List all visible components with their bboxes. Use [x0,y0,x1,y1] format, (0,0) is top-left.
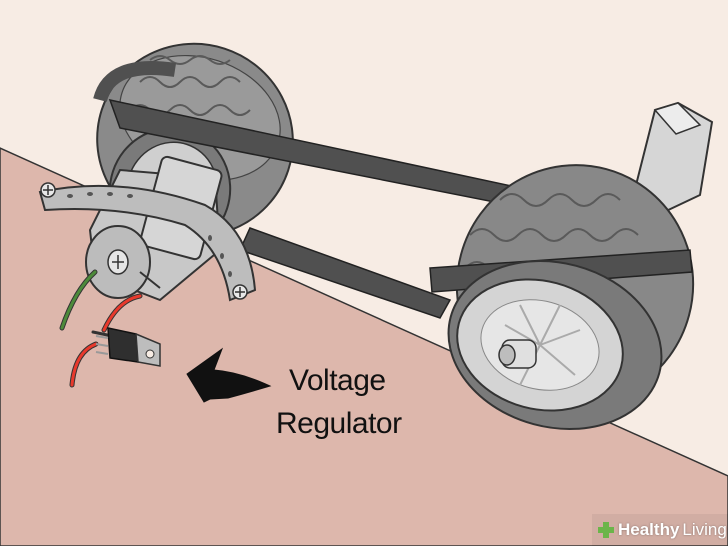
callout-label-line-2: Regulator [276,407,402,440]
brand-name-strong: Healthy [618,520,680,539]
brand-name-light: Living [682,520,727,539]
watermark-bg [592,514,728,546]
cross-icon [598,522,614,538]
voltage-regulator-icon [95,327,161,367]
belt-icon [93,61,547,319]
callout-label-line-1: Voltage [289,364,386,397]
wires [59,269,143,388]
wheel-icon [429,164,695,430]
bracket-strap-icon [38,182,257,302]
arrow-icon [186,347,272,403]
axle-icon [632,101,714,214]
